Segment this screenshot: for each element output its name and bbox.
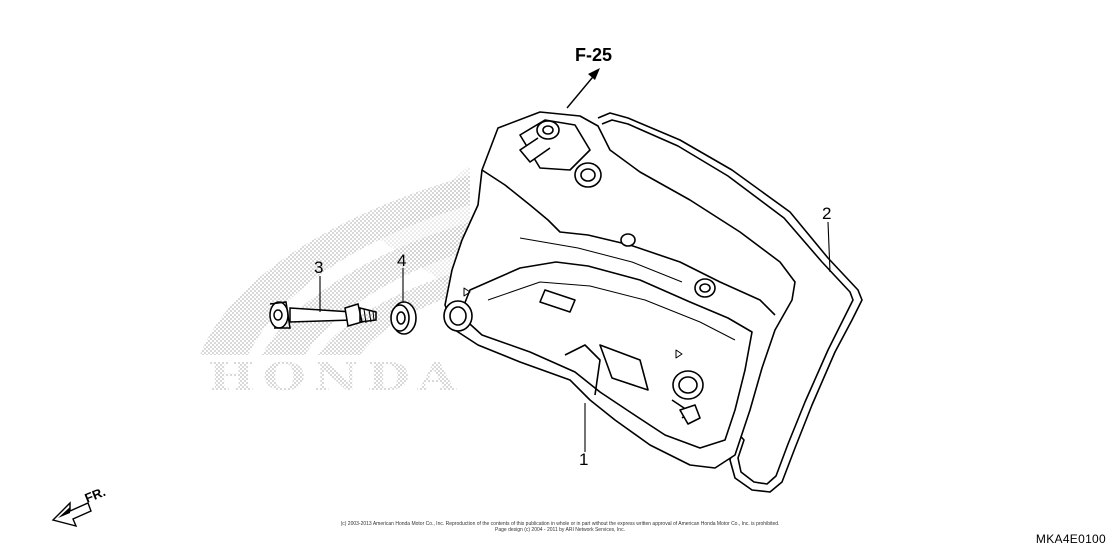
copyright-line-1: (c) 2003-2013 American Honda Motor Co., … (340, 521, 780, 527)
part-ref-1[interactable]: 1 (579, 450, 588, 469)
part-ref-3[interactable]: 3 (314, 258, 323, 277)
diagram-code: MKA4E0100 (1035, 532, 1106, 546)
reference-arrow-label: F-25 (575, 45, 612, 65)
reference-arrow-f25[interactable]: F-25 (566, 45, 612, 109)
part-callouts (319, 221, 831, 452)
cylinder-head-cover (443, 111, 796, 469)
front-direction-label: FR. (83, 484, 108, 506)
part-ref-4[interactable]: 4 (397, 251, 406, 270)
cylinder-head-cover-gasket (597, 112, 863, 493)
honda-wing-watermark (200, 165, 470, 355)
copyright-line-2: Page design (c) 2004 - 2011 by ARI Netwo… (495, 527, 625, 533)
bolt (269, 301, 377, 329)
washer-seal (390, 301, 417, 335)
part-ref-2[interactable]: 2 (822, 204, 831, 223)
front-direction-arrow: FR. (51, 484, 108, 528)
copyright-notice: (c) 2003-2013 American Honda Motor Co., … (260, 521, 860, 533)
honda-logo-text: HONDA (208, 354, 464, 399)
